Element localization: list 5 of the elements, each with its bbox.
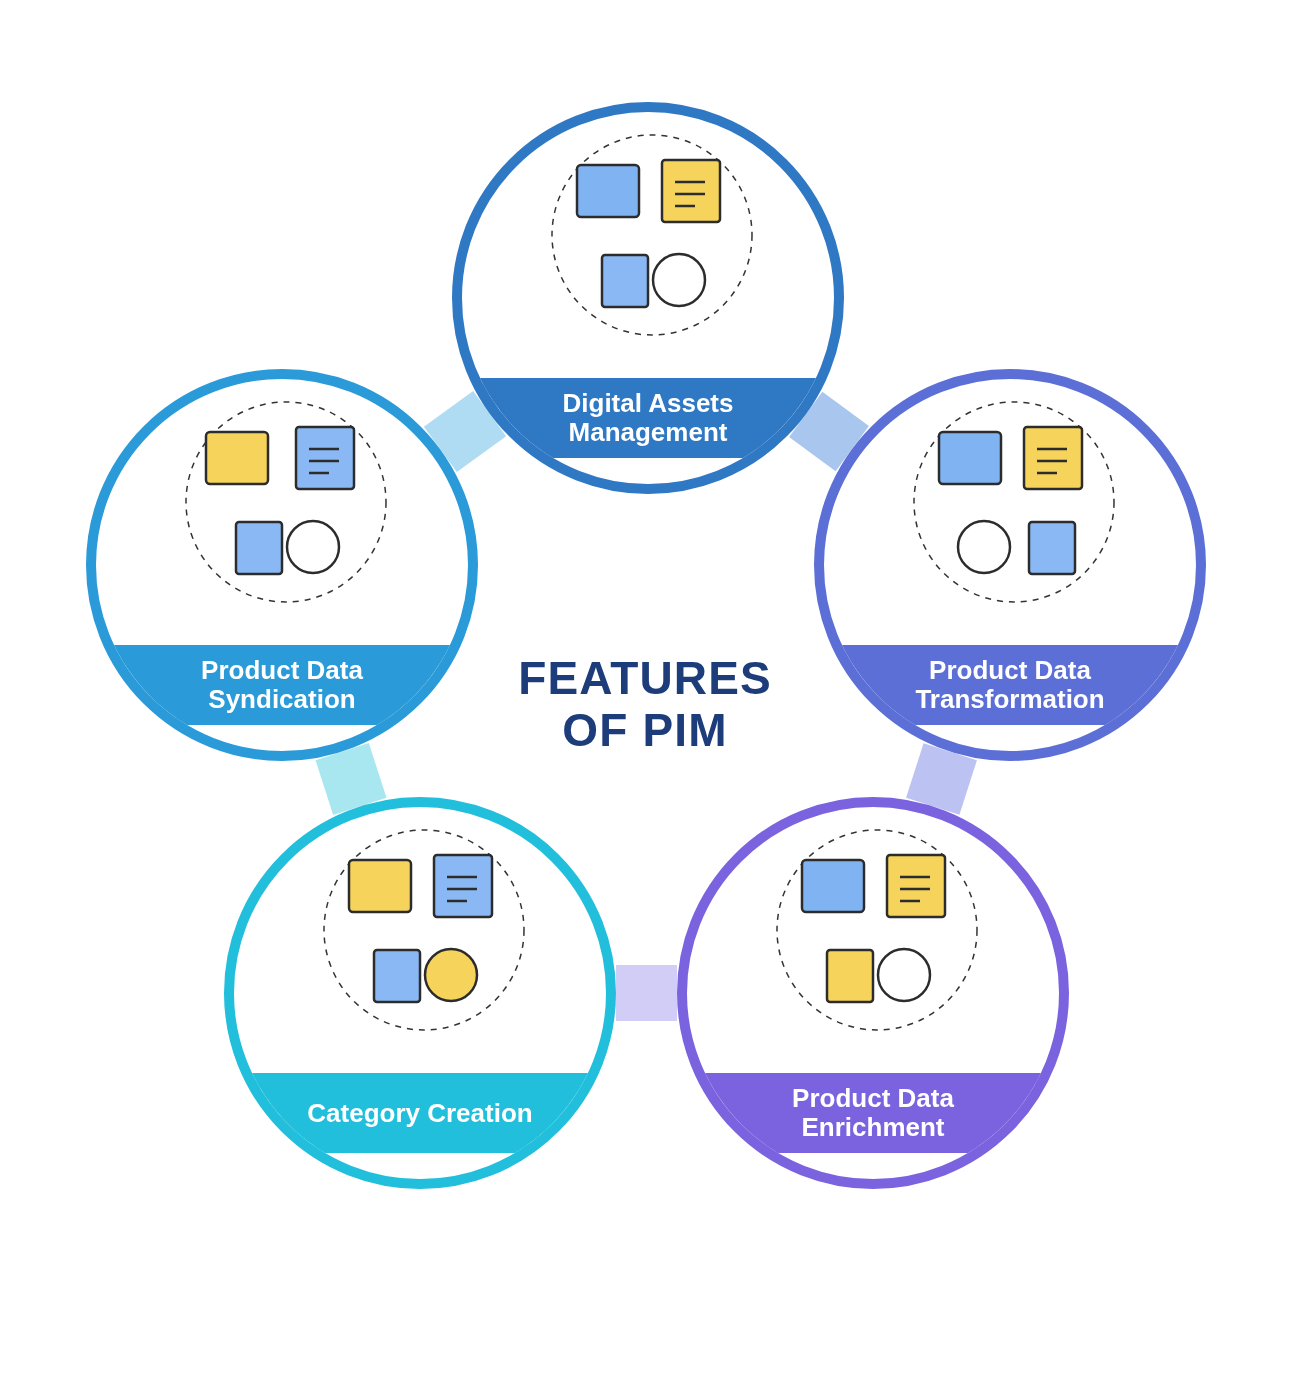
connector-bridge: [789, 391, 869, 472]
title: FEATURES OF PIM: [517, 652, 773, 756]
connector-bridge: [315, 743, 387, 815]
connector-bridge: [616, 965, 677, 1021]
connector-bridge: [906, 743, 977, 815]
